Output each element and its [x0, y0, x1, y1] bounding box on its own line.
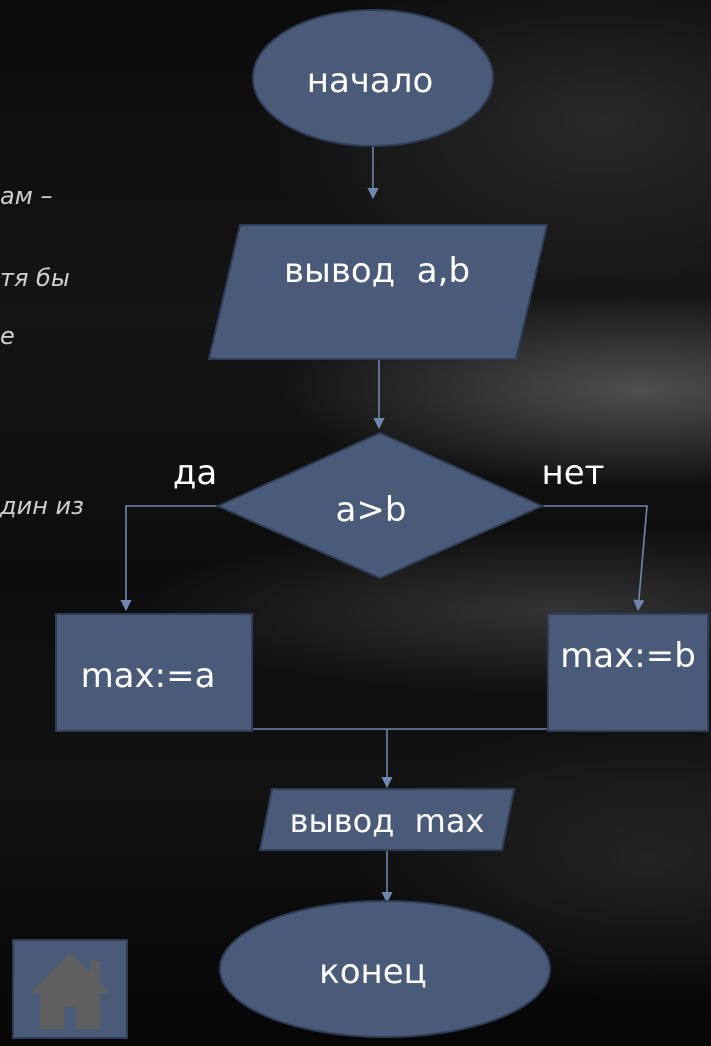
yes-label: да [173, 453, 217, 493]
side-text-line-4: дин из [0, 492, 84, 520]
condition-diamond [215, 431, 545, 580]
no-action-label: max:=b [560, 636, 696, 676]
home-button[interactable] [12, 939, 128, 1039]
side-text-line-2: тя бы [0, 264, 70, 292]
no-action-box [547, 613, 709, 732]
end-terminal [219, 900, 551, 1038]
input-box [207, 224, 549, 360]
yes-action-box [55, 613, 253, 732]
connector-yes-branch [120, 505, 220, 612]
home-icon [30, 953, 110, 1029]
side-text-line-3: е [0, 322, 15, 350]
input-label: вывод a,b [284, 251, 470, 291]
end-label: конец [319, 952, 427, 992]
output-box [258, 788, 516, 851]
side-text-line-1: ам – [0, 182, 53, 210]
output-label: вывод max [290, 802, 485, 840]
connectors [120, 145, 648, 904]
connector-no-branch [540, 505, 648, 612]
start-label: начало [307, 61, 434, 101]
start-terminal [252, 9, 494, 147]
no-label: нет [542, 453, 605, 493]
condition-label: a>b [336, 490, 407, 530]
yes-action-label: max:=a [81, 656, 216, 696]
